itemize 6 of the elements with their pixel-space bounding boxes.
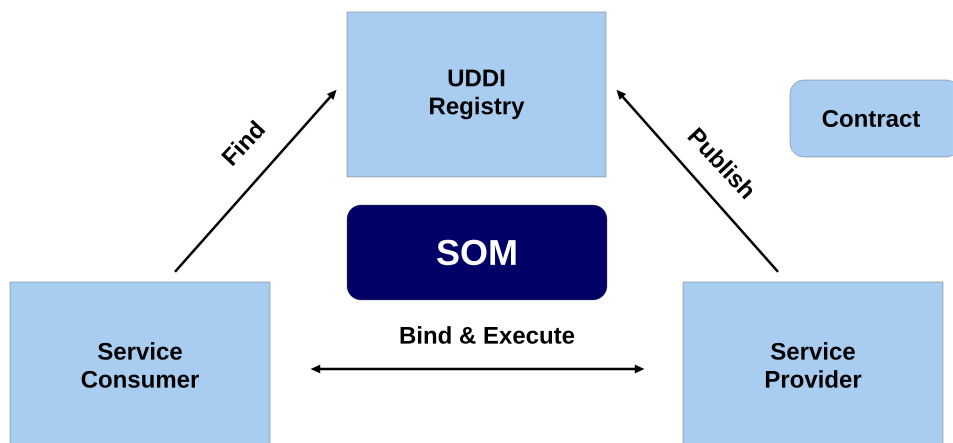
contract-box: Contract	[790, 80, 953, 158]
som-box: SOM	[346, 204, 608, 300]
registry-box: UDDI Registry	[346, 12, 606, 178]
provider-box: Service Provider	[682, 282, 944, 443]
edge-label: Bind & Execute	[400, 326, 574, 344]
consumer-box: Service Consumer	[10, 282, 270, 443]
